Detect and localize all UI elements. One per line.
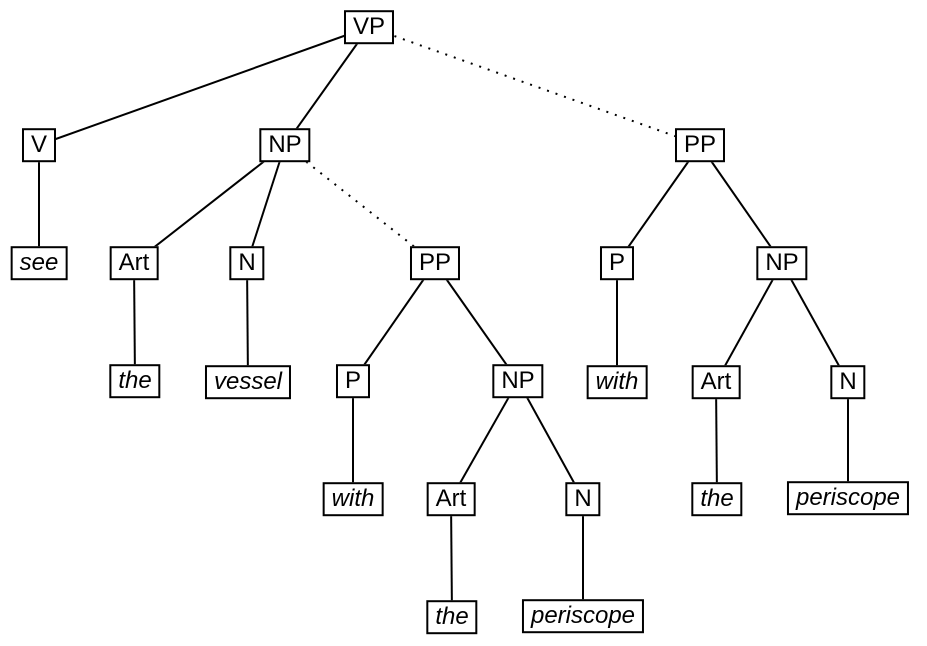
edge-art-the [133,262,136,382]
edge-pplow-np [434,262,519,382]
edge-vp-pp-alternative [368,26,701,146]
edge-nplow-art [450,380,519,500]
edge-pplow-p [352,262,436,382]
edge-arthigh-the [715,381,718,500]
leaf-see: see [10,246,68,280]
edge-nplow-n [517,380,584,500]
node-pp-low: PP [409,246,461,280]
edge-vp-np [284,26,370,146]
node-n-high: N [830,365,866,399]
edge-artlow-the [450,498,453,618]
leaf-with-low: with [322,482,384,516]
leaf-periscope-low: periscope [521,599,645,633]
node-np-low: NP [492,364,544,398]
node-p-high: P [599,246,635,280]
edge-n-vessel [246,262,249,383]
edge-vp-v [38,26,370,146]
leaf-periscope-high: periscope [786,481,910,515]
leaf-the-left: the [109,364,161,398]
node-n-left: N [229,246,265,280]
node-v: V [21,128,57,162]
node-art-left: Art [109,246,159,280]
edge-nphigh-art [715,262,783,383]
leaf-with-high: with [586,365,648,399]
node-vp: VP [343,10,395,44]
node-art-high: Art [691,365,741,399]
edge-pphigh-p [616,144,701,264]
edge-nphigh-n [781,262,849,383]
node-pp-high: PP [674,128,726,162]
leaf-the-low: the [426,600,478,634]
edge-np-art [133,144,286,264]
leaf-vessel: vessel [204,365,292,399]
node-n-low: N [565,482,601,516]
node-art-low: Art [426,482,476,516]
edge-pphigh-np [699,144,783,264]
node-np-object: NP [259,128,311,162]
node-np-high: NP [756,246,808,280]
edge-np-n [246,144,286,264]
node-p-low: P [335,364,371,398]
leaf-the-high: the [691,482,743,516]
